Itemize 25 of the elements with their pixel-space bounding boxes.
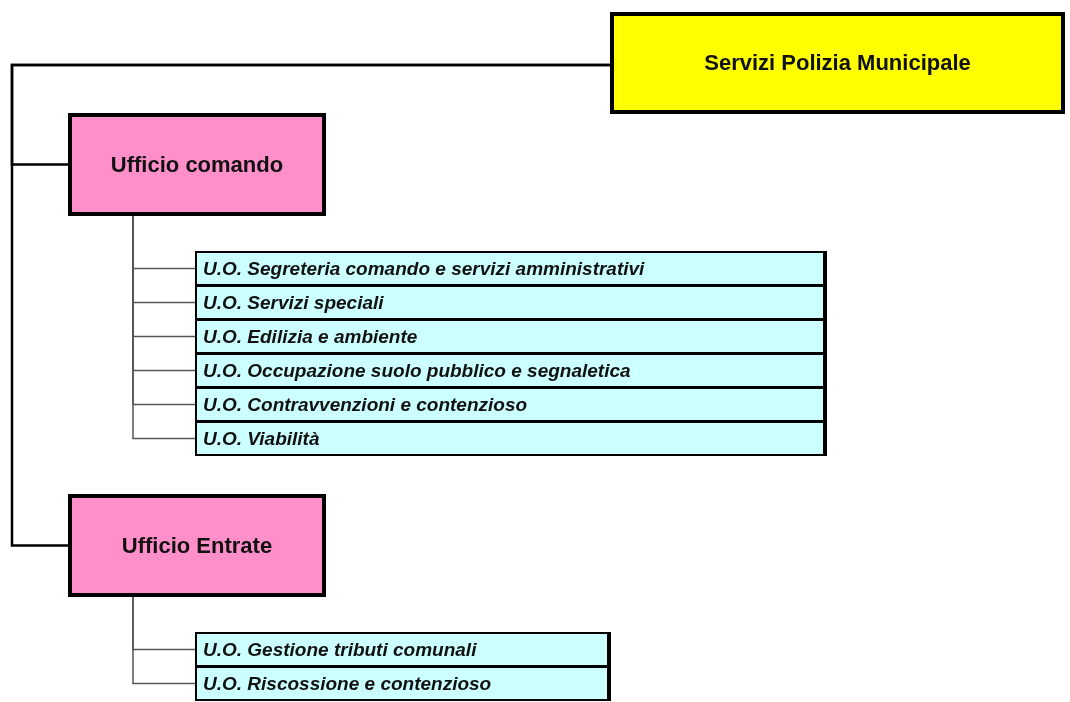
unit-box	[195, 353, 827, 388]
unit-box	[195, 632, 611, 667]
unit-box	[195, 285, 827, 320]
box-label: Ufficio Entrate	[121, 532, 273, 559]
unit-box	[195, 387, 827, 422]
box-label: U.O. Edilizia e ambiente	[203, 325, 418, 348]
office-box	[68, 113, 326, 216]
box-label: U.O. Contravvenzioni e contenzioso	[203, 393, 528, 416]
box-label: U.O. Servizi speciali	[203, 291, 384, 314]
box-label: U.O. Gestione tributi comunali	[203, 638, 477, 661]
unit-box	[195, 421, 827, 456]
box-label: U.O. Segreteria comando e servizi amministrativi	[203, 257, 645, 280]
connector-line	[132, 596, 196, 685]
unit-box	[195, 319, 827, 354]
connector-line	[10, 63, 610, 547]
box-label: U.O. Riscossione e contenzioso	[203, 672, 492, 695]
office-box	[68, 494, 326, 597]
box-label: Ufficio comando	[110, 151, 284, 178]
unit-box	[195, 666, 611, 701]
box-label: U.O. Occupazione suolo pubblico e segnaletica	[203, 359, 631, 382]
connector-line	[132, 215, 196, 440]
box-label: Servizi Polizia Municipale	[704, 50, 971, 76]
title-box	[610, 12, 1065, 114]
unit-box	[195, 251, 827, 286]
box-label: U.O. Viabilità	[203, 427, 320, 450]
